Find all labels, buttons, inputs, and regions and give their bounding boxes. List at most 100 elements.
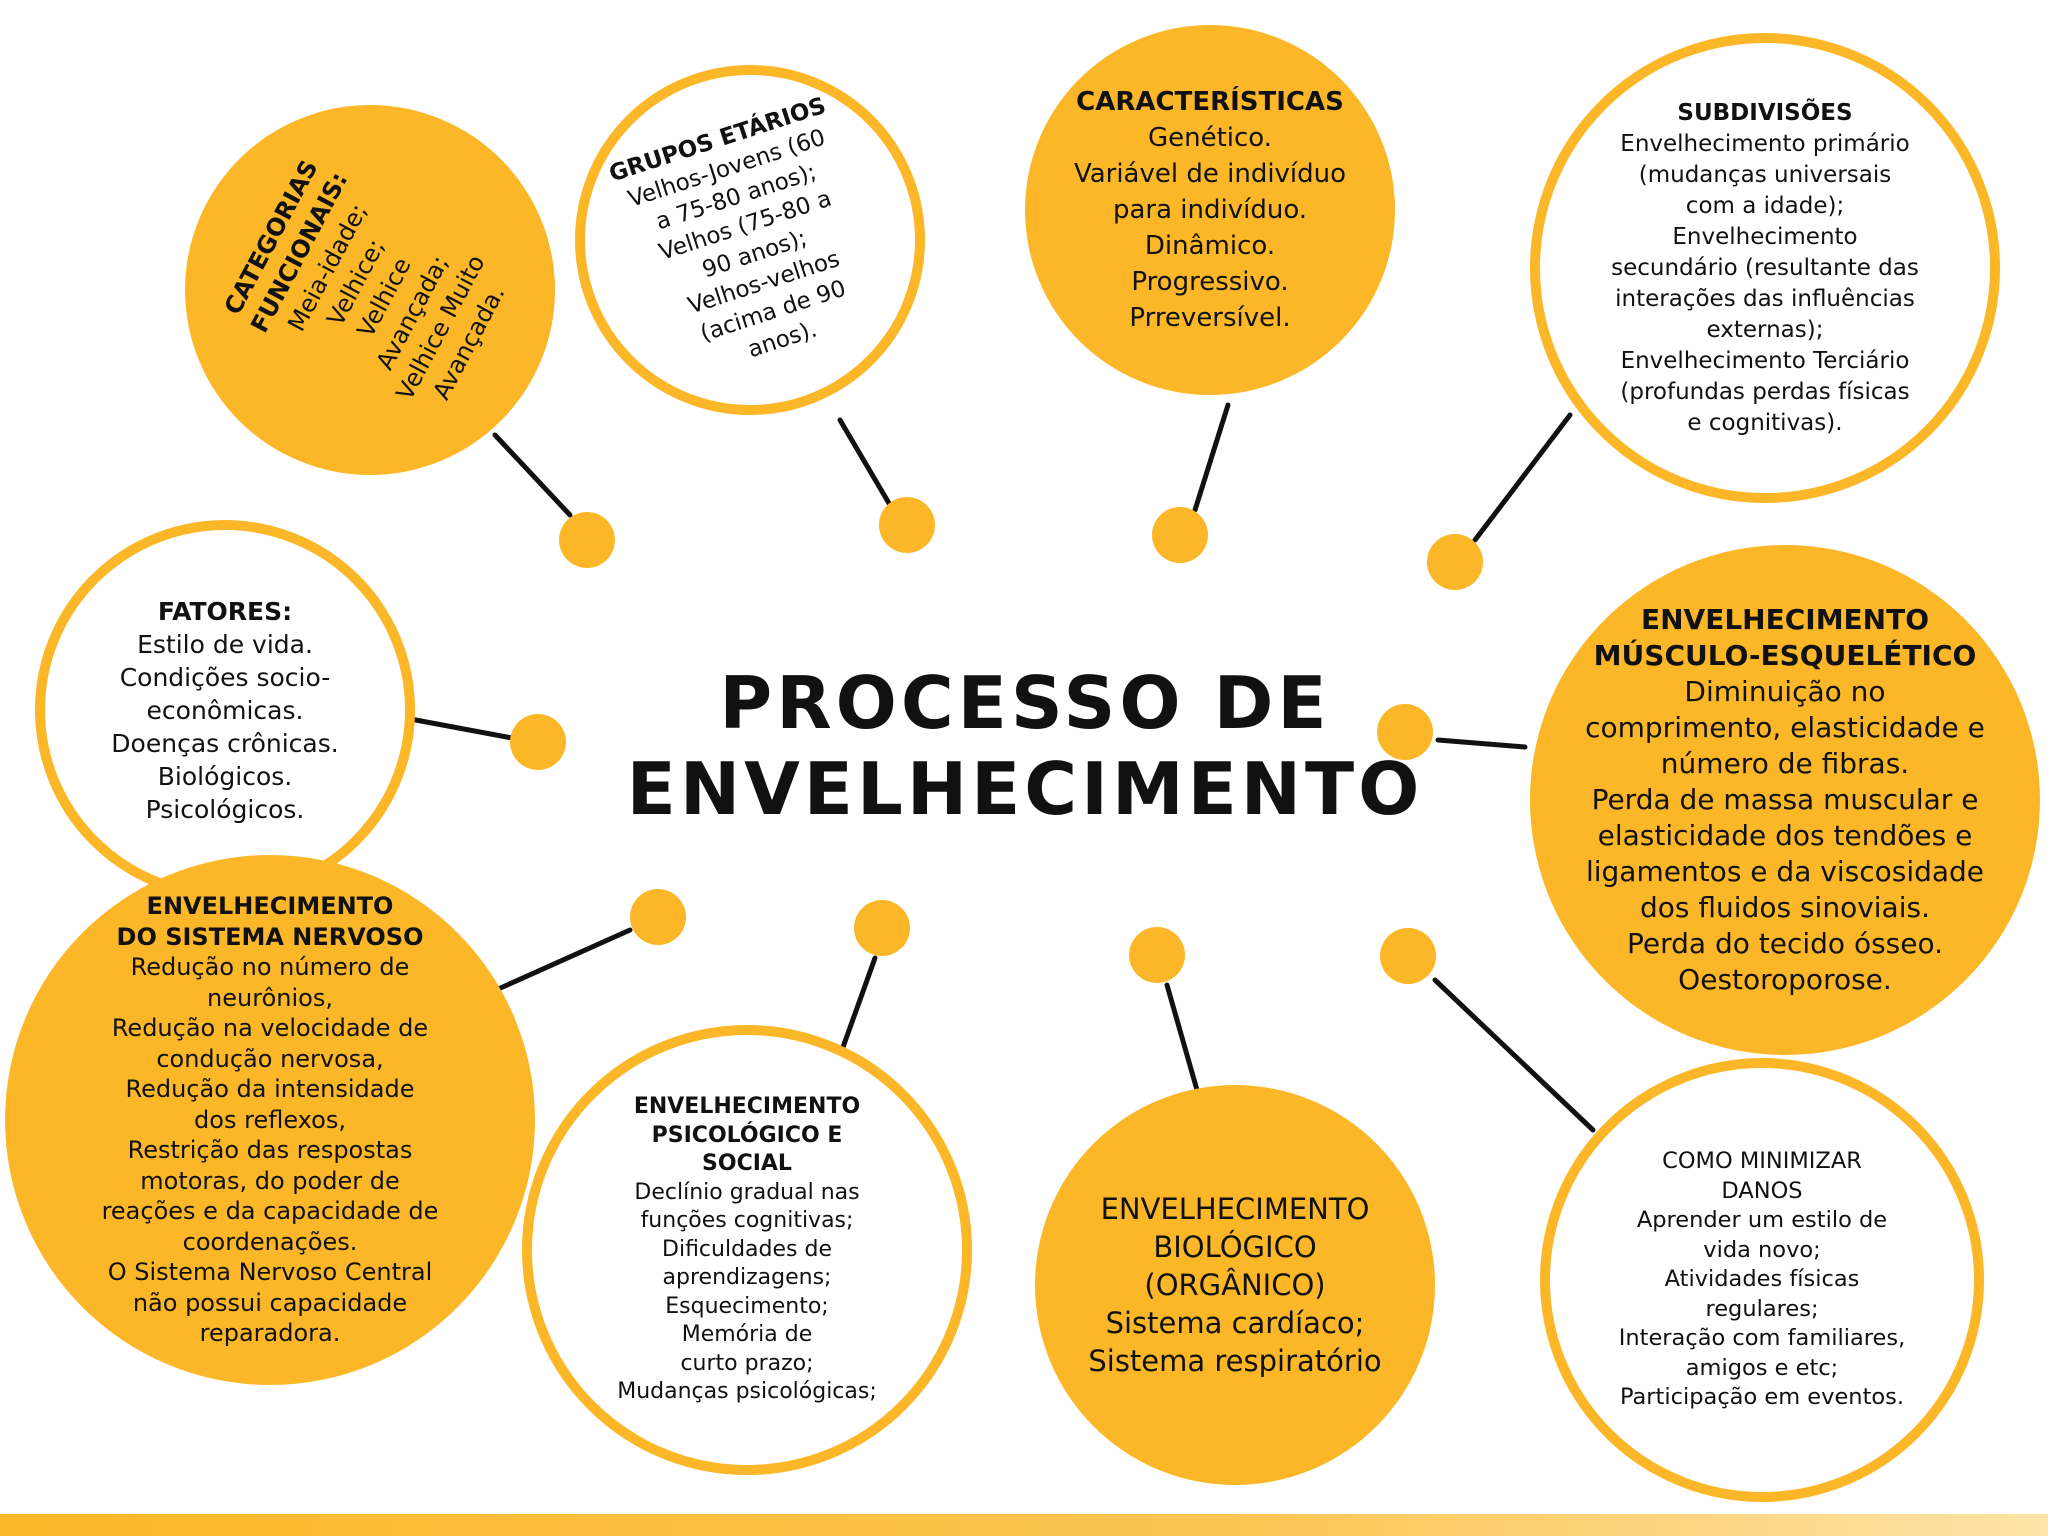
node-biologico-line: Sistema respiratório: [1088, 1344, 1382, 1378]
node-caracteristicas-line: Progressivo.: [1131, 267, 1289, 297]
node-nervoso-line: dos reflexos,: [194, 1105, 346, 1134]
node-caracteristicas-line: Dinâmico.: [1144, 231, 1276, 261]
node-subdivisoes-line: Envelhecimento Terciário: [1620, 347, 1910, 374]
node-subdivisoes-line: Envelhecimento: [1672, 223, 1858, 250]
connector-dot-subdivisoes: [1427, 534, 1483, 590]
node-minimizar-line: DANOS: [1721, 1177, 1803, 1204]
node-nervoso-line: Restrição das respostas: [127, 1136, 413, 1165]
connector-line-fatores: [402, 715, 515, 741]
node-minimizar-line: Aprender um estilo de: [1636, 1207, 1888, 1234]
node-minimizar-line: Atividades físicas: [1664, 1266, 1860, 1293]
connector-dot-nervoso: [630, 889, 686, 945]
node-musculo-line: Diminuição no: [1684, 675, 1886, 708]
node-biologico: ENVELHECIMENTO BIOLÓGICO (ORGÂNICO) Sistema…: [1035, 1085, 1435, 1485]
node-musculo-line: ligamentos e da viscosidade: [1585, 855, 1985, 888]
connector-line-grupos: [837, 417, 893, 508]
connector-dot-grupos: [879, 497, 935, 553]
node-subdivisoes-line: interações das influências: [1615, 285, 1915, 312]
connector-line-musculo: [1435, 737, 1528, 750]
connector-dot-fatores: [510, 714, 566, 770]
node-caracteristicas-line: para indivíduo.: [1112, 195, 1308, 225]
node-psicologico-heading: PSICOLÓGICO E: [651, 1122, 843, 1148]
node-subdivisoes-line: com a idade);: [1685, 192, 1845, 219]
node-musculo-line: Perda de massa muscular e: [1591, 783, 1979, 816]
node-psicologico-line: Mudanças psicológicas;: [617, 1379, 877, 1405]
node-fatores-line: econômicas.: [146, 695, 304, 725]
connector-dot-psicologico: [854, 900, 910, 956]
node-fatores-line: Psicológicos.: [145, 794, 305, 824]
node-musculo-line: Oestoroporose.: [1678, 963, 1892, 996]
node-nervoso-line: neurônios,: [207, 983, 333, 1012]
node-fatores-heading: FATORES:: [157, 596, 293, 626]
node-nervoso-line: Redução na velocidade de: [111, 1014, 429, 1043]
node-fatores-line: Estilo de vida.: [137, 629, 313, 659]
node-caracteristicas-heading: CARACTERÍSTICAS: [1076, 87, 1344, 117]
node-musculo-line: Perda do tecido ósseo.: [1626, 927, 1944, 960]
node-psicologico-line: Esquecimento;: [665, 1293, 829, 1319]
node-biologico-line: (ORGÂNICO): [1144, 1268, 1326, 1302]
node-minimizar-line: COMO MINIMIZAR: [1662, 1148, 1862, 1175]
bottom-accent-bar: [0, 1514, 2048, 1536]
connector-dot-musculo: [1377, 704, 1433, 760]
node-nervoso-line: condução nervosa,: [156, 1044, 384, 1073]
node-nervoso-heading: ENVELHECIMENTO: [146, 892, 394, 921]
node-biologico-line: ENVELHECIMENTO: [1100, 1192, 1370, 1226]
node-subdivisoes-line: Envelhecimento primário: [1620, 130, 1910, 157]
node-musculo-line: comprimento, elasticidade e: [1585, 711, 1985, 744]
node-fatores-line: Doenças crônicas.: [111, 728, 339, 758]
connector-line-subdivisoes: [1472, 412, 1573, 543]
connector-dot-caracteristicas: [1152, 507, 1208, 563]
node-musculo-line: elasticidade dos tendões e: [1597, 819, 1973, 852]
connector-line-biologico: [1164, 982, 1200, 1093]
node-subdivisoes-heading: SUBDIVISÕES: [1677, 99, 1853, 126]
node-fatores-line: Condições socio-: [119, 662, 331, 692]
node-subdivisoes-line: e cognitivas).: [1687, 409, 1843, 436]
node-nervoso-heading: DO SISTEMA NERVOSO: [116, 922, 424, 951]
node-psicologico-line: funções cognitivas;: [640, 1208, 854, 1234]
connector-dot-categorias: [559, 512, 615, 568]
node-minimizar-line: amigos e etc;: [1685, 1354, 1839, 1381]
node-musculo-heading: MÚSCULO-ESQUELÉTICO: [1593, 639, 1977, 672]
node-fatores-line: Biológicos.: [157, 761, 293, 791]
connector-line-nervoso: [493, 927, 633, 993]
node-caracteristicas-line: Prreversível.: [1129, 303, 1291, 333]
central-title-line-2: ENVELHECIMENTO: [626, 747, 1424, 832]
central-title-line-1: PROCESSO DE: [719, 661, 1331, 745]
node-musculo-line: número de fibras.: [1660, 747, 1910, 780]
connector-line-categorias: [492, 432, 573, 518]
node-subdivisoes-line: externas);: [1706, 316, 1824, 343]
node-minimizar-line: Participação em eventos.: [1619, 1384, 1905, 1411]
node-musculo-line: dos fluidos sinoviais.: [1640, 891, 1930, 924]
node-subdivisoes-line: (mudanças universais: [1638, 161, 1892, 188]
node-subdivisoes: SUBDIVISÕES Envelhecimento primário (mudan…: [1530, 33, 2000, 503]
node-nervoso-line: coordenações.: [182, 1227, 358, 1256]
node-nervoso-line: Redução da intensidade: [125, 1075, 415, 1104]
node-nervoso-line: Redução no número de: [130, 953, 410, 982]
node-nervoso-line: não possui capacidade: [132, 1288, 408, 1317]
node-psicologico-line: Dificuldades de: [662, 1236, 832, 1262]
connector-dot-minimizar: [1380, 928, 1436, 984]
node-biologico-line: BIOLÓGICO: [1153, 1230, 1317, 1264]
node-psicologico-line: curto prazo;: [680, 1350, 814, 1376]
connector-dot-biologico: [1129, 927, 1185, 983]
node-biologico-line: Sistema cardíaco;: [1105, 1306, 1365, 1340]
node-caracteristicas-line: Genético.: [1147, 123, 1273, 153]
node-fatores: FATORES:Estilo de vida.Condições socio-e…: [35, 520, 415, 900]
connector-line-caracteristicas: [1192, 402, 1231, 513]
node-nervoso-line: reações e da capacidade de: [101, 1197, 439, 1226]
node-psicologico-heading: SOCIAL: [702, 1151, 792, 1177]
node-minimizar-line: regulares;: [1705, 1295, 1819, 1322]
node-subdivisoes-line: (profundas perdas físicas: [1620, 378, 1910, 405]
node-subdivisoes-line: secundário (resultante das: [1611, 254, 1919, 281]
node-nervoso-line: motoras, do poder de: [140, 1166, 400, 1195]
node-nervoso-line: reparadora.: [199, 1319, 341, 1348]
node-psicologico-heading: ENVELHECIMENTO: [633, 1094, 861, 1120]
node-minimizar-line: Interação com familiares,: [1618, 1325, 1906, 1352]
